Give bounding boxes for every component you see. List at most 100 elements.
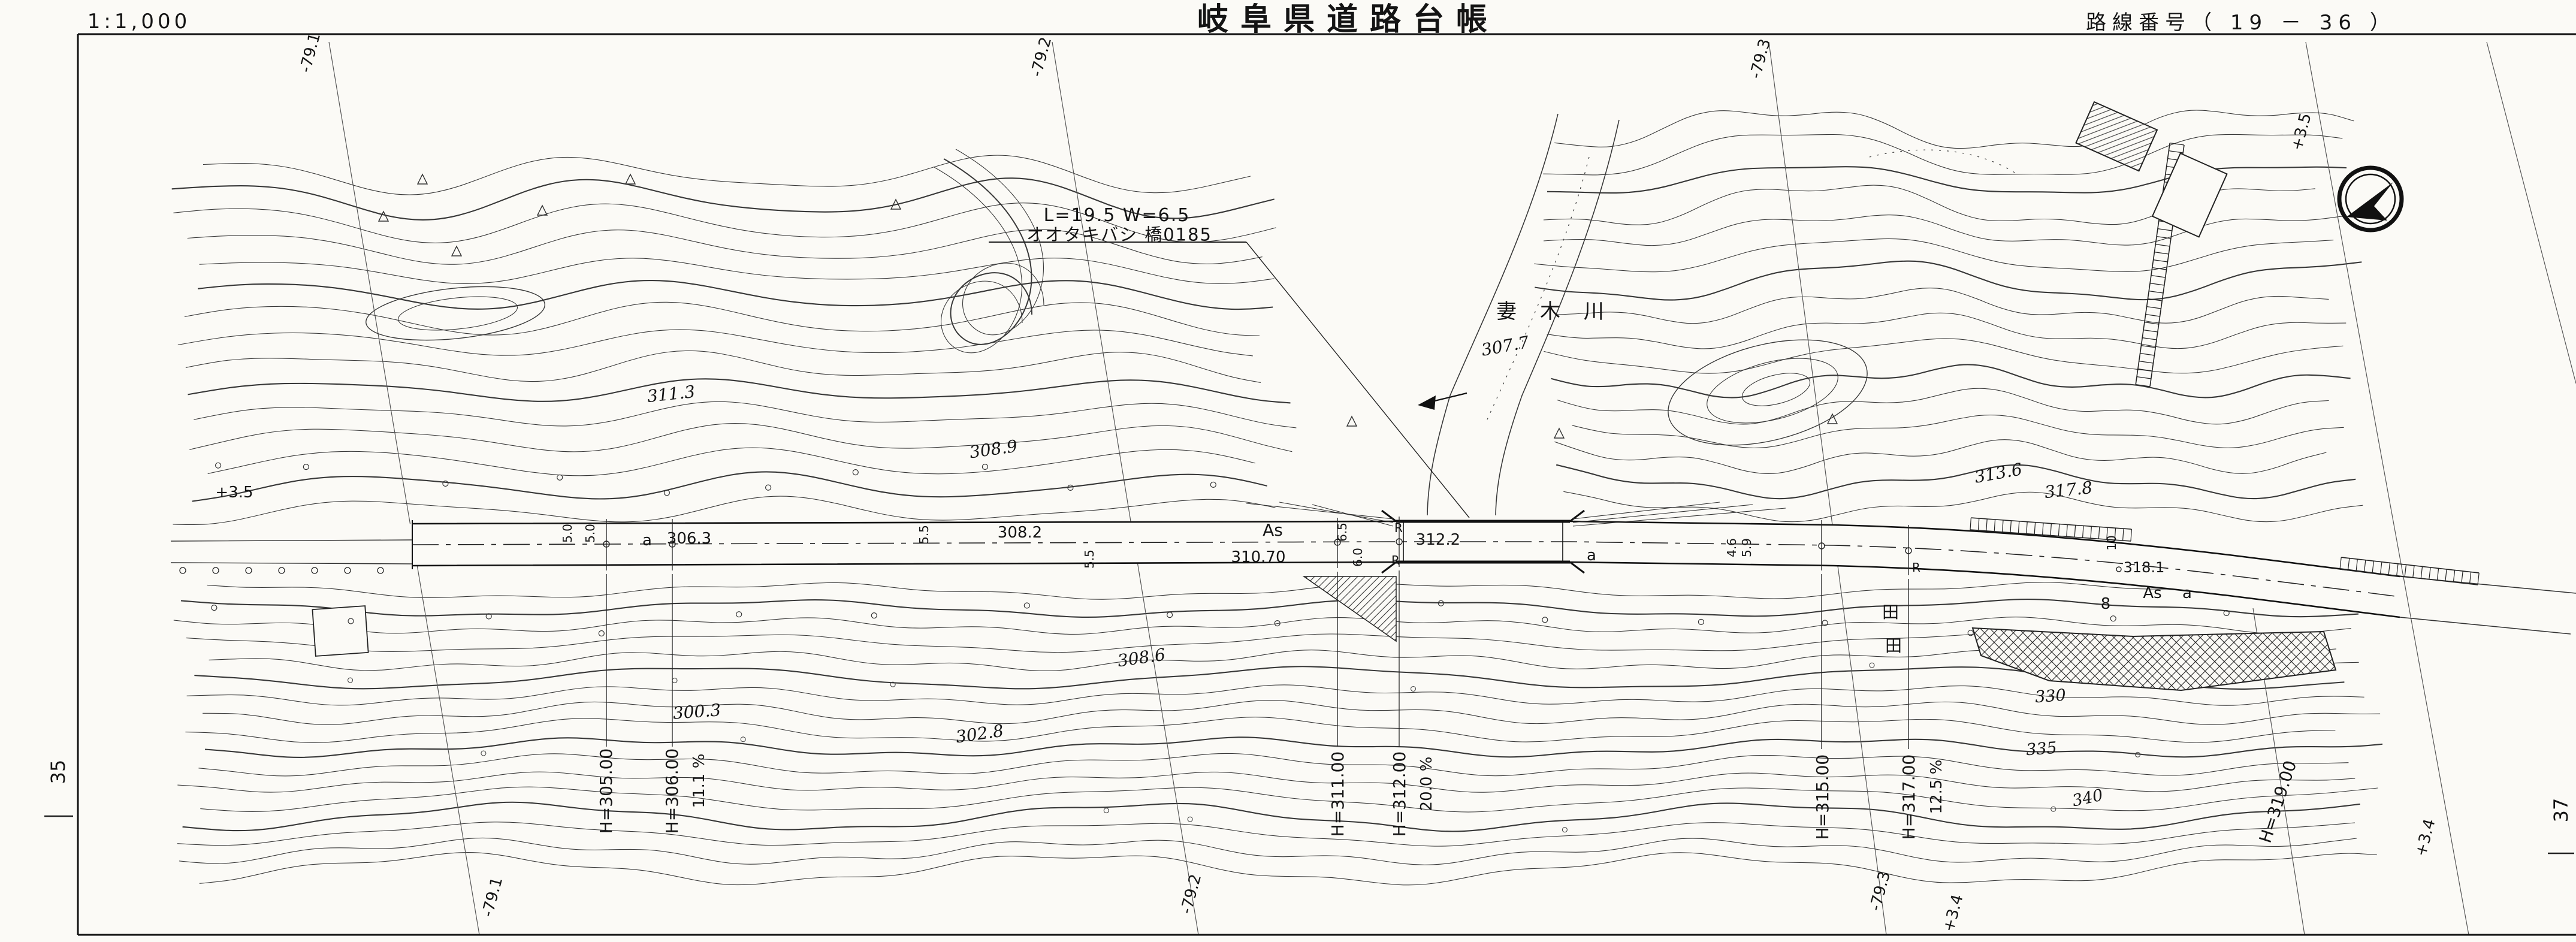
- road-clearing: [412, 521, 2400, 617]
- station-height-label: H=311.00: [1328, 751, 1348, 837]
- closed-contour: [397, 296, 518, 331]
- road-clearing: [171, 524, 412, 566]
- benchmark-symbol: [2116, 566, 2122, 572]
- river-bank: [1427, 113, 1559, 516]
- road-elevation-label: 310.70: [1231, 548, 1286, 566]
- width-dimension-label: 6.0: [1351, 548, 1365, 567]
- page-title: 岐阜県道路台帳: [1197, 2, 1500, 38]
- north-arrow-icon: [2337, 165, 2404, 233]
- road-extension-left: [170, 539, 413, 564]
- river-bank: [1495, 119, 1620, 516]
- approach-lines: [1572, 502, 1786, 527]
- flow-arrow: [1432, 392, 1467, 403]
- paddy-symbol: 田: [1885, 636, 1902, 656]
- closed-contour: [1707, 358, 1838, 424]
- station-height-label: H=317.00: [1899, 754, 1919, 840]
- grid-line: [2305, 41, 2469, 935]
- scale-label: 1:1,000: [87, 10, 191, 34]
- contour-elevation: 335: [2025, 738, 2058, 760]
- pavement-type-label: As: [1263, 520, 1283, 540]
- building: [2151, 152, 2228, 238]
- river-center-dotted: [1487, 156, 1590, 420]
- road-centerline: [412, 541, 2400, 597]
- spot-elevation: 300.3: [672, 700, 722, 723]
- grid-line: [1768, 41, 1887, 935]
- station-marker: [1818, 542, 1825, 550]
- bridge-wing-walls: [1381, 509, 1585, 574]
- building: [2075, 101, 2158, 172]
- station-height-label: H=315.00: [1813, 754, 1832, 840]
- width-dimension-label: 5.9: [1740, 538, 1754, 557]
- terrain-features: [328, 41, 2576, 935]
- approach-lines: [1246, 502, 1394, 527]
- structures: [1302, 101, 2337, 692]
- embankment-hatch: [1302, 576, 1397, 642]
- road-elevation-label: 312.2: [1415, 531, 1461, 549]
- dotted-path: [1869, 149, 2019, 176]
- station-marker: [669, 541, 676, 548]
- road-label-a: a: [642, 532, 652, 550]
- road-elevation-label: 308.2: [997, 524, 1043, 542]
- road-extension-right: [2399, 576, 2576, 635]
- station-height-label: H=312.00: [1390, 751, 1409, 837]
- vegetation-symbols: [179, 173, 2230, 833]
- road-edge-top: [412, 520, 2400, 578]
- contour-lines: [171, 110, 2383, 886]
- station-marker: [603, 541, 610, 548]
- width-dimension-label: 5.5: [917, 525, 931, 544]
- width-dimension-label: 4.6: [1725, 538, 1739, 557]
- road-label-a: a: [1587, 547, 1596, 564]
- survey-lines: [44, 241, 2574, 855]
- bridge-joints: [1403, 521, 1563, 562]
- contour-hook: [934, 167, 1023, 354]
- sheet-frame: [77, 33, 2576, 936]
- road-edge-bottom: [412, 561, 2400, 618]
- spot-elevation: 311.3: [646, 381, 696, 407]
- route-number-label: 路線番号（ 19 － 36 ）: [2086, 11, 2396, 35]
- gradient-label: 12.5 %: [1928, 759, 1946, 814]
- page-number-right: 37: [2550, 798, 2572, 823]
- station-marker: [1905, 547, 1912, 554]
- page-number-left: 35: [47, 759, 70, 784]
- width-dimension-label: 5.0: [583, 524, 597, 543]
- width-dimension-label: 5.5: [1082, 550, 1097, 569]
- width-dimension-label: 6.5: [1335, 523, 1349, 542]
- closed-contour: [366, 286, 545, 341]
- station-marker: [1396, 538, 1403, 545]
- width-dimension-label: 10: [2104, 535, 2119, 551]
- bridge-dims-label: L=19.5 W=6.5: [1043, 205, 1191, 226]
- curve-point-label: R: [1394, 521, 1403, 535]
- gradient-label: 20.0 %: [1418, 756, 1436, 811]
- pavement-type-label: As: [2143, 584, 2162, 602]
- station-height-label: H=305.00: [596, 748, 616, 834]
- station-number-label: 8: [2100, 595, 2111, 613]
- spot-elevation: 317.8: [2043, 477, 2094, 503]
- contour-hook: [955, 149, 1044, 336]
- closed-contour: [1668, 339, 1868, 446]
- curve-point-label: R: [1391, 553, 1400, 567]
- station-marker: [1334, 539, 1341, 546]
- closed-contour: [1741, 373, 1811, 406]
- revetment-crosshatch: [1971, 627, 2337, 692]
- road-elevation-label: 318.1: [2123, 559, 2165, 576]
- bridge-name-label: オオタキバシ 橋0185: [1026, 224, 1213, 245]
- road-label-a: a: [2182, 584, 2192, 602]
- retaining-wall-bands: [1970, 143, 2480, 585]
- road: [170, 502, 2576, 657]
- grid-line: [1052, 41, 1199, 935]
- structure-plot: [312, 605, 369, 657]
- bridge-deck-edges: [1396, 520, 1570, 564]
- elev-label-left: +3.5: [215, 484, 253, 502]
- callout-leader: [1246, 241, 1470, 518]
- station-height-label: H=306.00: [662, 748, 682, 834]
- contour-elevation: 330: [2034, 686, 2067, 707]
- width-dimension-label: 5.0: [560, 524, 575, 543]
- grid-line: [328, 41, 480, 935]
- grid-line: [2486, 41, 2576, 384]
- curve-point-label: R: [1912, 560, 1920, 575]
- road-elevation-label: 306.3: [666, 530, 712, 548]
- gradient-label: 11.1 %: [690, 753, 708, 808]
- contour-hook: [943, 158, 1032, 345]
